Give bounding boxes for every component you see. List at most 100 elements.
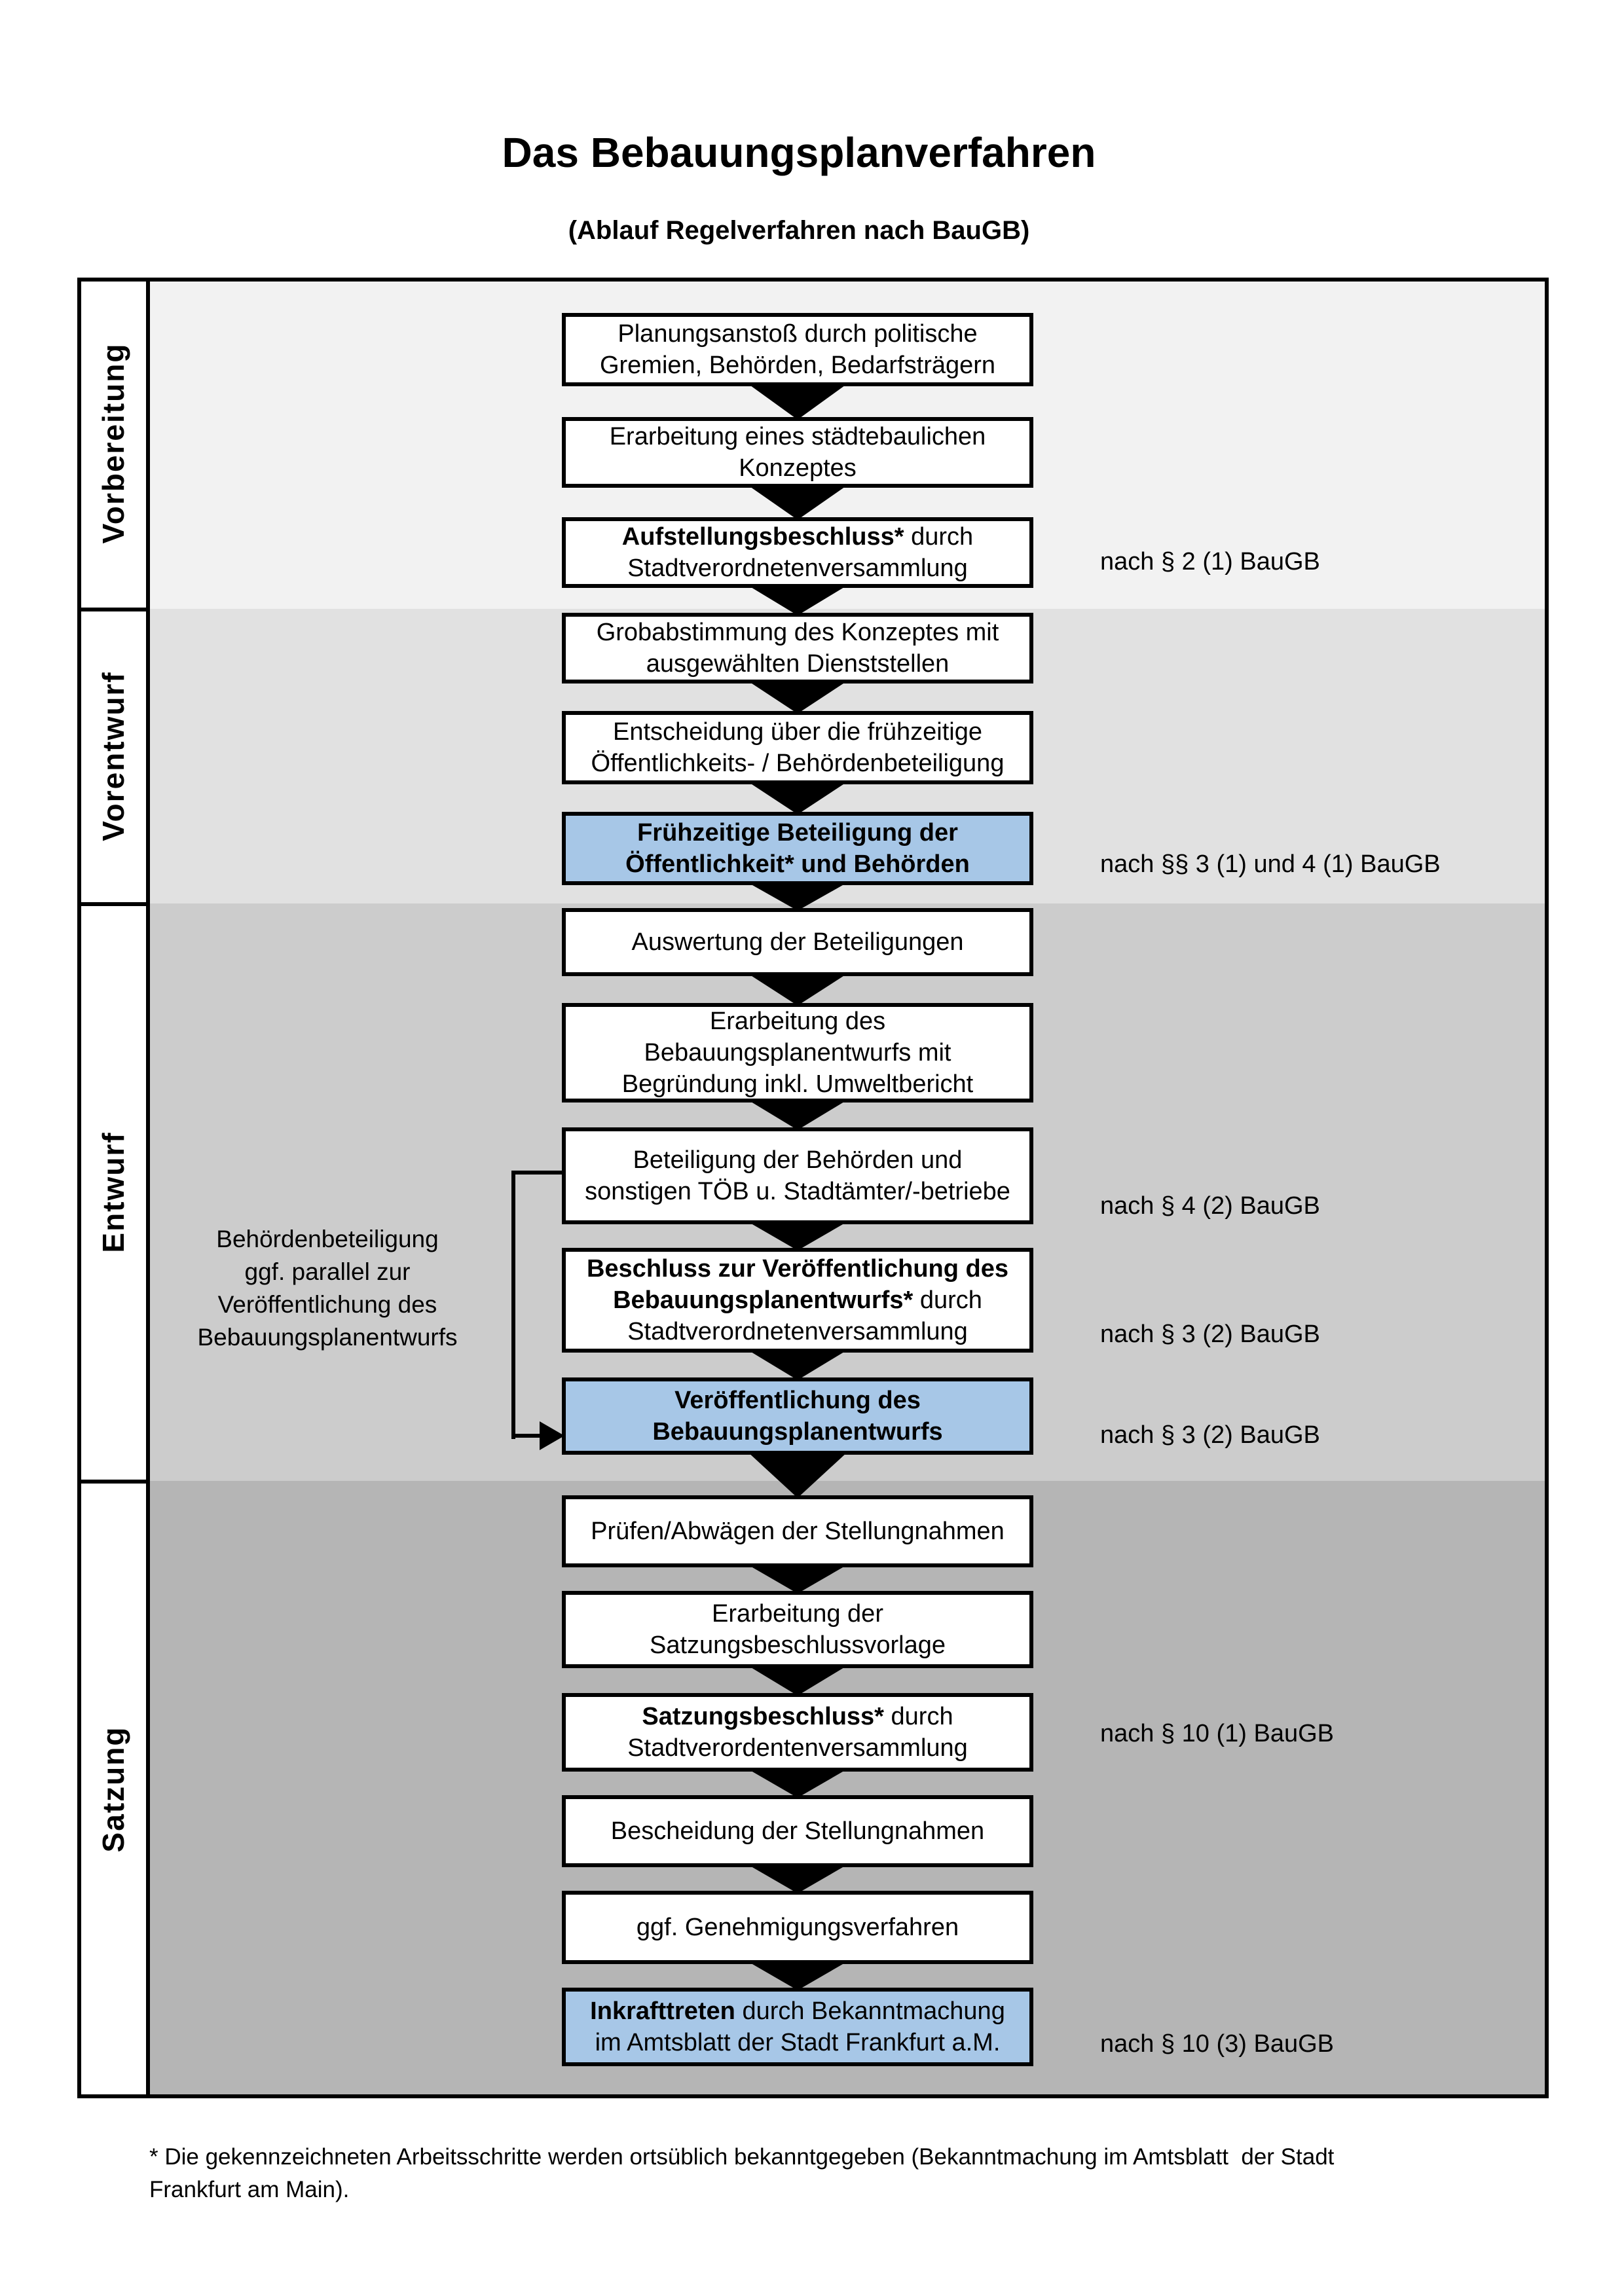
box-text-segment: Auswertung der Beteiligungen	[631, 928, 964, 956]
box-text-line: Aufstellungsbeschluss* durch	[566, 521, 1029, 553]
box-text-segment: Konzeptes	[739, 454, 857, 482]
box-text-segment: Stadtverordentenversammlung	[627, 1734, 968, 1762]
box-text-line: sonstigen TÖB u. Stadtämter/-betriebe	[566, 1176, 1029, 1207]
box-text-segment: Prüfen/Abwägen der Stellungnahmen	[591, 1518, 1005, 1545]
phase-separator	[79, 902, 149, 906]
box-text-segment: Veröffentlichung des	[674, 1387, 921, 1414]
box-text-segment: Erarbeitung der	[712, 1600, 883, 1628]
parallel-connector-arrowhead-icon	[540, 1421, 564, 1450]
box-text-line: Öffentlichkeit* und Behörden	[566, 848, 1029, 880]
box-text-line: Prüfen/Abwägen der Stellungnahmen	[566, 1516, 1029, 1547]
flow-down-arrow-icon	[748, 1666, 847, 1696]
box-text-segment: Erarbeitung eines städtebaulichen	[609, 423, 986, 450]
box-text-line: Veröffentlichung des	[566, 1385, 1029, 1416]
box-text-line: ausgewählten Dienststellen	[566, 648, 1029, 680]
flow-box-pruefen-abwaegen: Prüfen/Abwägen der Stellungnahmen	[562, 1495, 1033, 1567]
box-text-segment: Erarbeitung des	[709, 1008, 886, 1035]
flow-down-arrow-icon	[748, 1961, 847, 1990]
box-text-line: Beschluss zur Veröffentlichung des	[566, 1253, 1029, 1285]
law-reference: nach § 4 (2) BauGB	[1100, 1192, 1320, 1220]
law-reference: nach § 3 (2) BauGB	[1100, 1321, 1320, 1348]
box-text-segment: im Amtsblatt der Stadt Frankfurt a.M.	[595, 2029, 1001, 2056]
box-text-segment: sonstigen TÖB u. Stadtämter/-betriebe	[585, 1178, 1010, 1205]
box-text-line: Stadtverordentenversammlung	[566, 1732, 1029, 1764]
page-subtitle: (Ablauf Regelverfahren nach BauGB)	[568, 216, 1030, 245]
flow-down-arrow-icon	[748, 974, 847, 1006]
law-reference: nach § 10 (3) BauGB	[1100, 2030, 1334, 2058]
box-text-line: Erarbeitung des	[566, 1006, 1029, 1037]
box-text-segment: ausgewählten Dienststellen	[646, 650, 950, 678]
flow-box-auswertung-beteiligungen: Auswertung der Beteiligungen	[562, 908, 1033, 976]
box-text-line: Stadtverordnetenversammlung	[566, 553, 1029, 584]
flow-down-arrow-icon	[748, 681, 847, 714]
flow-down-arrow-icon	[748, 1350, 847, 1380]
box-text-segment: Aufstellungsbeschluss*	[621, 523, 904, 551]
box-text-segment: Inkrafttreten	[590, 1997, 735, 2025]
box-text-segment: durch	[913, 1286, 982, 1314]
box-text-line: Grobabstimmung des Konzeptes mit	[566, 617, 1029, 648]
box-text-line: Bebauungsplanentwurfs* durch	[566, 1285, 1029, 1316]
box-text-segment: Öffentlichkeit* und Behörden	[625, 850, 970, 878]
parallel-connector-top-line	[511, 1171, 564, 1175]
parallel-connector-bottom-line	[511, 1434, 541, 1438]
law-reference: nach §§ 3 (1) und 4 (1) BauGB	[1100, 850, 1441, 878]
box-text-segment: Planungsanstoß durch politische	[618, 320, 978, 348]
flow-down-arrow-icon	[748, 782, 847, 814]
box-text-segment: durch Bekanntmachung	[735, 1997, 1005, 2025]
box-text-line: Erarbeitung der	[566, 1598, 1029, 1630]
parallel-procedure-note: Behördenbeteiligung ggf. parallel zur Ve…	[197, 1226, 458, 1351]
footnote: * Die gekennzeichneten Arbeitsschritte w…	[149, 2144, 1335, 2202]
flow-box-bescheidung-stellungnahmen: Bescheidung der Stellungnahmen	[562, 1795, 1033, 1867]
box-text-segment: Bescheidung der Stellungnahmen	[610, 1817, 985, 1845]
flow-box-beteiligung-behoerden: Beteiligung der Behörden und sonstigen TÖ…	[562, 1127, 1033, 1224]
box-text-line: Öffentlichkeits- / Behördenbeteiligung	[566, 748, 1029, 779]
box-text-segment: Beteiligung der Behörden und	[633, 1146, 963, 1174]
phase-separator	[79, 608, 149, 611]
box-text-segment: Bebauungsplanentwurfs*	[613, 1286, 913, 1314]
flow-down-arrow-icon	[748, 585, 847, 615]
box-text-segment: Satzungsbeschluss*	[642, 1703, 884, 1730]
box-text-line: Entscheidung über die frühzeitige	[566, 716, 1029, 748]
box-text-segment: Stadtverordnetenversammlung	[627, 555, 968, 582]
phase-label-satzung: Satzung	[96, 1726, 130, 1853]
flow-down-arrow-icon	[748, 883, 847, 911]
phase-label-vorbereitung: Vorbereitung	[96, 342, 130, 544]
box-text-segment: Satzungsbeschlussvorlage	[649, 1631, 946, 1659]
box-text-segment: Entscheidung über die frühzeitige	[612, 718, 983, 746]
box-text-line: Gremien, Behörden, Bedarfsträgern	[566, 350, 1029, 381]
box-text-segment: Öffentlichkeits- / Behördenbeteiligung	[591, 750, 1005, 777]
phase-label-entwurf: Entwurf	[96, 1131, 130, 1253]
box-text-line: Inkrafttreten durch Bekanntmachung	[566, 1995, 1029, 2027]
box-text-line: Stadtverordnetenversammlung	[566, 1316, 1029, 1347]
box-text-segment: Bebauungsplanentwurfs	[652, 1418, 943, 1446]
box-text-segment: Beschluss zur Veröffentlichung des	[586, 1255, 1009, 1283]
law-reference: nach § 2 (1) BauGB	[1100, 548, 1320, 575]
box-text-line: Bescheidung der Stellungnahmen	[566, 1815, 1029, 1847]
box-text-segment: Grobabstimmung des Konzeptes mit	[596, 619, 999, 646]
flow-down-arrow-icon	[748, 1565, 847, 1594]
box-text-line: Planungsanstoß durch politische	[566, 318, 1029, 350]
box-text-line: Erarbeitung eines städtebaulichen	[566, 421, 1029, 452]
box-text-segment: ggf. Genehmigungsverfahren	[636, 1914, 959, 1941]
box-text-line: Satzungsbeschluss* durch	[566, 1701, 1029, 1732]
law-reference: nach § 10 (1) BauGB	[1100, 1720, 1334, 1747]
box-text-line: Frühzeitige Beteiligung der	[566, 817, 1029, 848]
flow-down-arrow-icon	[748, 1769, 847, 1798]
flow-down-arrow-icon	[748, 485, 847, 520]
box-text-line: Satzungsbeschlussvorlage	[566, 1630, 1029, 1661]
box-text-line: Auswertung der Beteiligungen	[566, 926, 1029, 958]
flow-box-grobabstimmung: Grobabstimmung des Konzeptes mit ausgewäh…	[562, 613, 1033, 683]
box-text-segment: Gremien, Behörden, Bedarfsträgern	[599, 352, 996, 379]
parallel-connector-vertical-line	[511, 1171, 515, 1439]
law-reference: nach § 3 (2) BauGB	[1100, 1421, 1320, 1449]
phase-separator	[79, 1480, 149, 1484]
phase-label-column	[77, 278, 150, 2098]
flow-down-arrow-icon	[748, 1452, 847, 1498]
